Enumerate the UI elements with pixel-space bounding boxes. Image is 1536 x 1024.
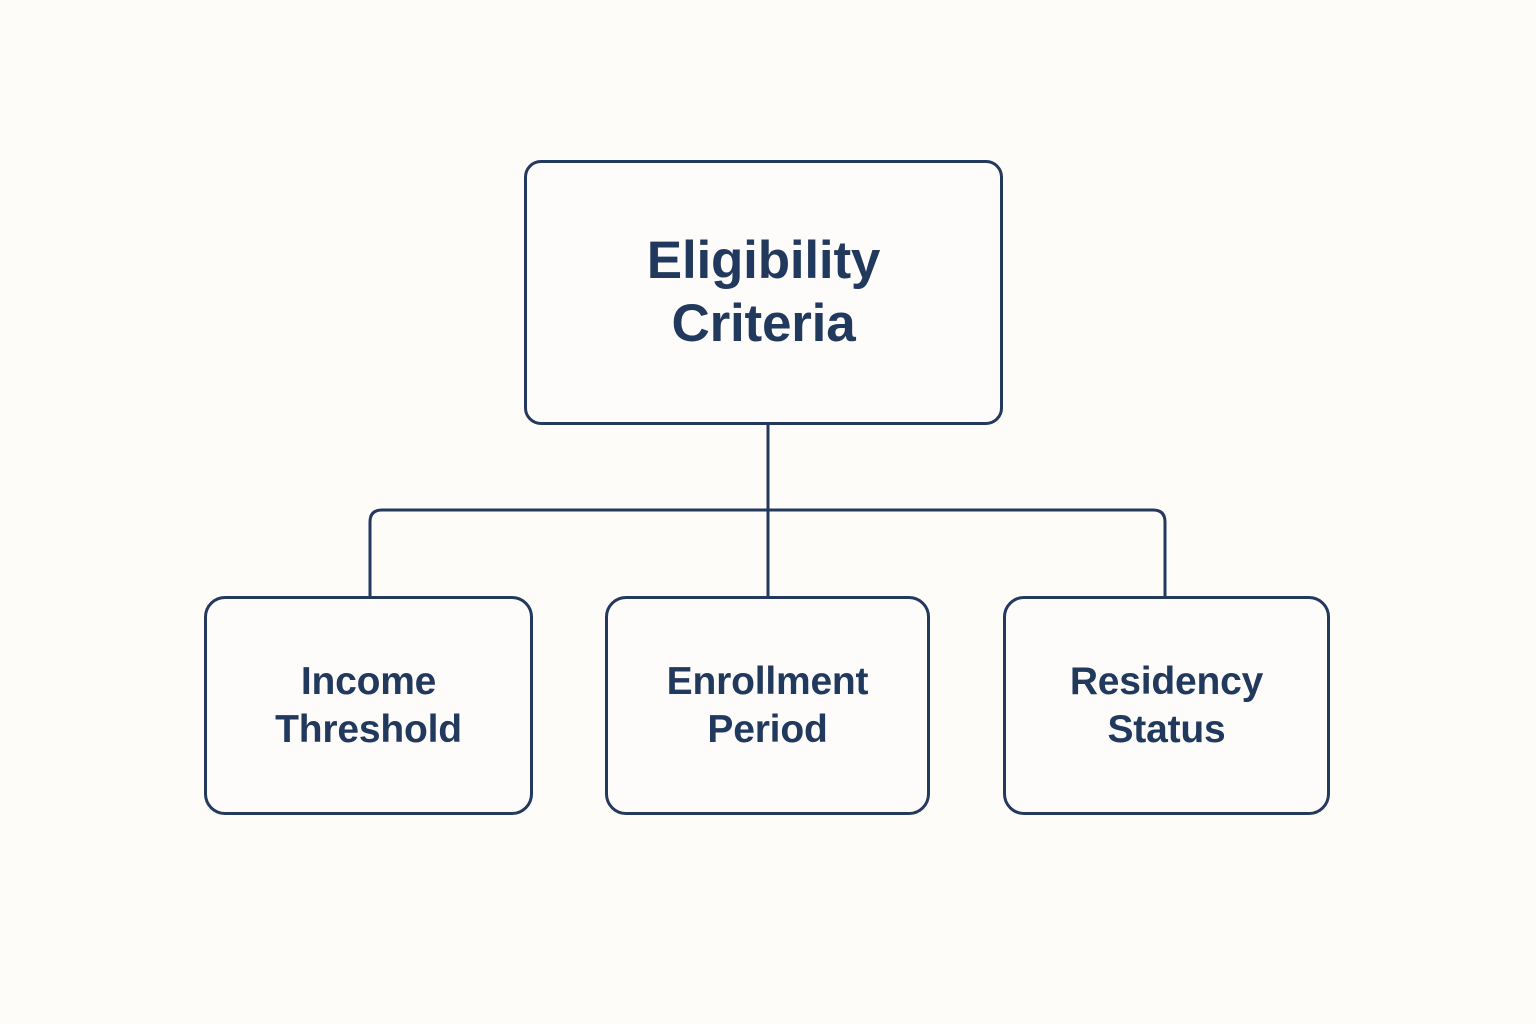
edge-bus-left (368, 508, 768, 596)
node-label-income-threshold: Income Threshold (275, 659, 462, 751)
node-label-eligibility-criteria: Eligibility Criteria (646, 230, 881, 353)
node-label-residency-status: Residency Status (1069, 659, 1264, 751)
node-residency-status[interactable]: Residency Status (1003, 596, 1330, 815)
node-enrollment-period[interactable]: Enrollment Period (605, 596, 930, 815)
node-label-enrollment-period: Enrollment Period (666, 659, 869, 751)
node-eligibility-criteria[interactable]: Eligibility Criteria (524, 160, 1003, 425)
edge-bus-right (768, 508, 1167, 596)
node-income-threshold[interactable]: Income Threshold (204, 596, 533, 815)
